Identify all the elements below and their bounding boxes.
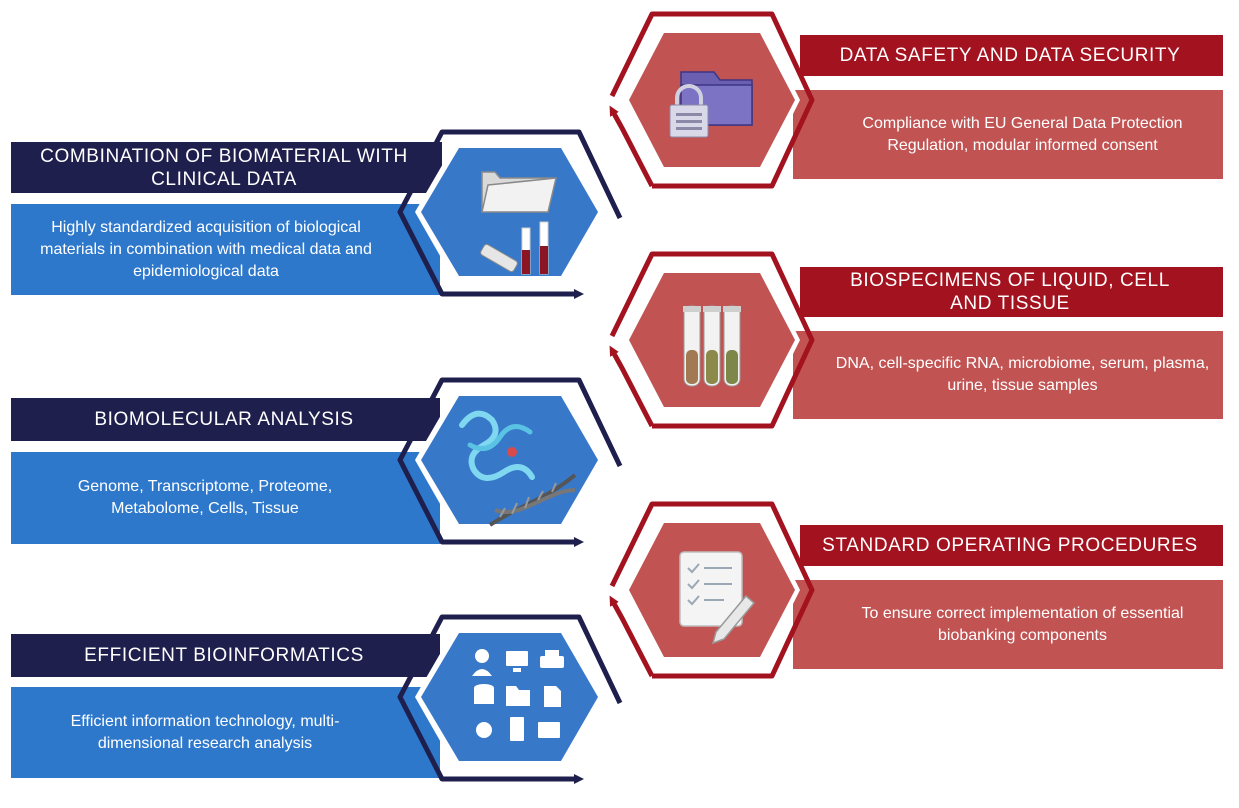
computing-grid-icon	[472, 649, 564, 741]
right-title-band-1	[800, 35, 1223, 76]
right-title-2: BIOSPECIMENS OF LIQUID, CELL AND TISSUE	[850, 270, 1170, 314]
folder-and-test-tubes-icon	[480, 171, 557, 275]
right-title-1: DATA SAFETY AND DATA SECURITY	[839, 45, 1181, 66]
left-desc-2: Genome, Transcriptome, Proteome, Metabol…	[77, 478, 333, 517]
right-title-3: STANDARD OPERATING PROCEDURES	[822, 535, 1198, 556]
right-desc-band-1	[793, 90, 1223, 179]
left-bands	[11, 142, 442, 778]
right-title-band-3	[800, 525, 1223, 566]
left-title-band-1	[11, 142, 442, 193]
hex-outline-5	[609, 251, 815, 429]
left-title-2: BIOMOLECULAR ANALYSIS	[94, 409, 354, 430]
right-desc-1: Compliance with EU General Data Protecti…	[862, 114, 1183, 154]
left-desc-band-3	[11, 687, 440, 778]
right-desc-band-3	[793, 580, 1223, 669]
locked-folder-icon	[669, 71, 753, 138]
left-title-1: COMBINATION OF BIOMATERIAL WITH CLINICAL…	[40, 145, 408, 190]
left-desc-band-1	[11, 204, 440, 295]
hex-outline-3	[397, 614, 623, 784]
left-title-3: EFFICIENT BIOINFORMATICS	[84, 645, 364, 666]
left-title-band-2	[11, 398, 440, 441]
hex-outline-1	[397, 129, 623, 299]
protein-and-dna-icon	[459, 410, 577, 527]
right-bands	[793, 35, 1223, 669]
left-desc-1: Highly standardized acquisition of biolo…	[40, 218, 372, 280]
left-desc-3: Efficient information technology, multi-…	[70, 712, 340, 752]
right-desc-band-2	[793, 331, 1223, 419]
right-desc-2: DNA, cell-specific RNA, microbiome, seru…	[835, 355, 1210, 394]
hex-outline-2	[397, 377, 623, 547]
hex-outline-4	[609, 11, 815, 189]
right-desc-3: To ensure correct implementation of esse…	[861, 604, 1184, 644]
left-desc-band-2	[11, 452, 440, 544]
sample-tubes-icon	[683, 305, 741, 387]
hex-outline-6	[609, 501, 815, 679]
checklist-pencil-icon	[679, 551, 756, 645]
right-title-band-2	[800, 267, 1223, 317]
left-title-band-3	[11, 634, 440, 677]
